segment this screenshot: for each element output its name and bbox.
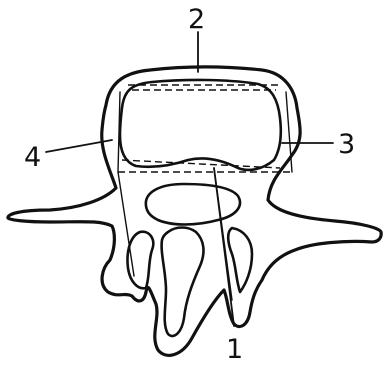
label-2: 2 <box>188 4 205 35</box>
spinal-canal <box>146 184 240 225</box>
vertebral-body <box>120 80 281 170</box>
spinous-process <box>162 228 204 337</box>
left-vertical-guide <box>118 172 134 276</box>
vertebra-outline <box>8 67 381 355</box>
label-4: 4 <box>24 142 41 173</box>
label-1: 1 <box>226 334 243 365</box>
right-lamina <box>228 228 252 292</box>
label-3: 3 <box>338 129 355 160</box>
left-body-guide <box>118 92 120 172</box>
